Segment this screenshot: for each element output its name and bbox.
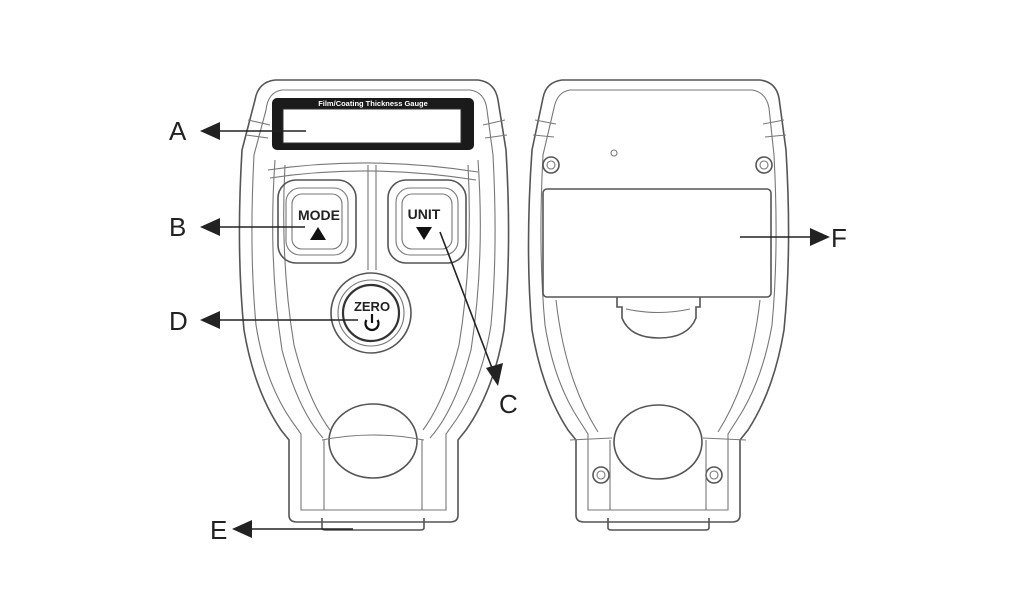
battery-cover-latch bbox=[616, 297, 701, 339]
back-ridge-left bbox=[532, 119, 557, 138]
zero-button[interactable]: ZERO bbox=[330, 272, 412, 354]
callout-b: B bbox=[169, 212, 305, 242]
triangle-down-icon bbox=[416, 227, 432, 240]
back-grip-right bbox=[717, 299, 761, 433]
screen-title: Film/Coating Thickness Gauge bbox=[318, 99, 428, 108]
unit-button-label: UNIT bbox=[408, 206, 441, 222]
callout-e-label: E bbox=[210, 515, 227, 545]
callout-d-label: D bbox=[169, 306, 188, 336]
callout-b-label: B bbox=[169, 212, 186, 242]
mode-button-label: MODE bbox=[298, 207, 340, 223]
back-probe-window bbox=[613, 404, 703, 480]
screw-bottom-right bbox=[705, 466, 723, 484]
battery-cover-latch-inner bbox=[625, 308, 691, 314]
front-grip-right-2 bbox=[422, 164, 470, 431]
callout-d: D bbox=[169, 306, 358, 336]
callout-e: E bbox=[210, 515, 353, 545]
screw-top-left bbox=[542, 156, 560, 174]
front-grip-right bbox=[429, 159, 481, 439]
callout-c-label: C bbox=[499, 389, 518, 419]
battery-cover bbox=[542, 188, 772, 298]
button-panel-top bbox=[267, 162, 479, 173]
back-probe-tip bbox=[607, 518, 710, 531]
back-body-outline bbox=[527, 79, 790, 523]
callout-a: A bbox=[169, 116, 306, 146]
back-grip-left bbox=[555, 299, 599, 433]
screen-display bbox=[282, 108, 462, 144]
callout-a-label: A bbox=[169, 116, 187, 146]
screw-bottom-left bbox=[592, 466, 610, 484]
front-ridge-left bbox=[245, 119, 271, 139]
back-lower-band bbox=[569, 437, 747, 441]
front-body-inner-contour bbox=[251, 89, 496, 511]
front-view: Film/Coating Thickness Gauge MODE UNIT bbox=[238, 79, 510, 531]
screw-top-right bbox=[755, 156, 773, 174]
front-grip-left-2 bbox=[283, 164, 331, 431]
callout-f-label: F bbox=[831, 223, 847, 253]
triangle-up-icon bbox=[310, 227, 326, 240]
zero-button-label: ZERO bbox=[354, 299, 390, 314]
back-pinhole bbox=[610, 149, 618, 157]
back-ridge-right bbox=[762, 119, 787, 138]
back-view bbox=[527, 79, 790, 531]
front-grip-left bbox=[272, 159, 324, 439]
callout-c: C bbox=[439, 231, 518, 419]
front-body-outline bbox=[238, 79, 510, 523]
front-probe-rim bbox=[321, 434, 425, 441]
front-ridge-right bbox=[482, 119, 508, 139]
mode-button[interactable]: MODE bbox=[277, 179, 357, 264]
power-icon bbox=[364, 314, 380, 332]
back-body-inner-contour bbox=[540, 89, 777, 511]
button-panel-top-2 bbox=[269, 170, 477, 181]
unit-button[interactable]: UNIT bbox=[387, 179, 467, 264]
callout-f: F bbox=[740, 223, 847, 253]
front-probe-window bbox=[328, 403, 418, 479]
